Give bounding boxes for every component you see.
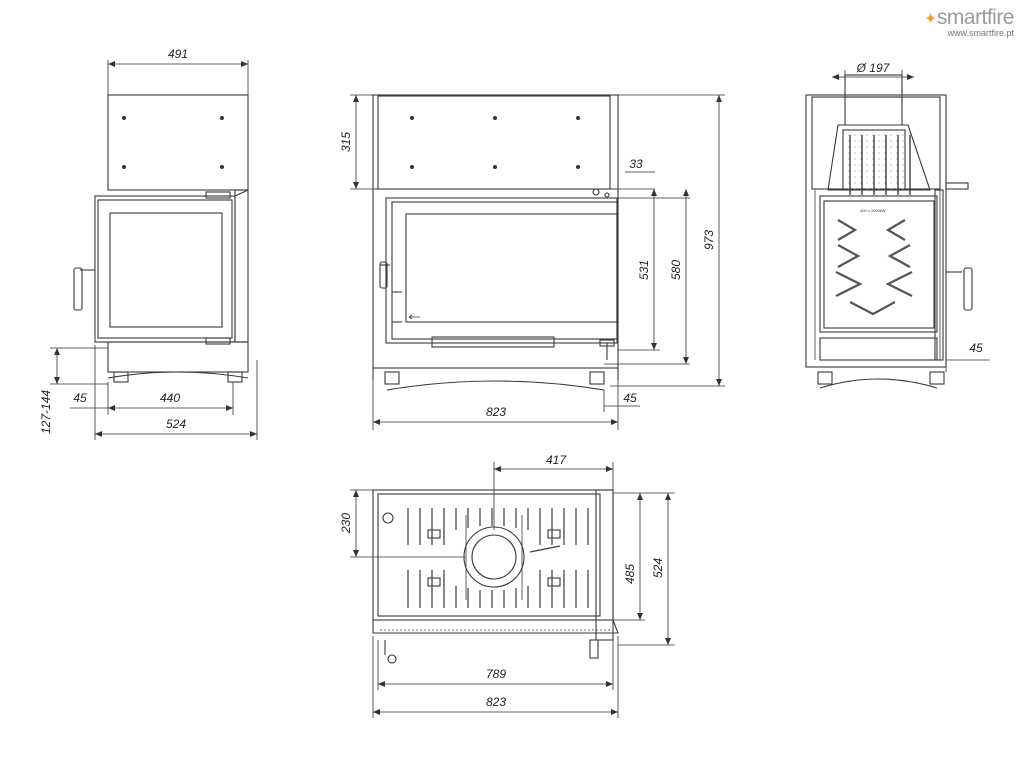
- dim-flue-diameter: Ø 197: [856, 61, 891, 75]
- dim-485: 485: [623, 564, 637, 584]
- side-view-left: [73, 94, 249, 383]
- dim-789: 789: [486, 667, 506, 681]
- dim-440: 440: [160, 391, 180, 405]
- top-view: [372, 489, 619, 664]
- front-view: [372, 94, 619, 391]
- dim-973: 973: [702, 230, 716, 250]
- dim-45-right: 45: [969, 341, 983, 355]
- dim-127-144: 127-144: [39, 390, 53, 434]
- dim-230: 230: [339, 513, 353, 534]
- dim-33: 33: [629, 157, 643, 171]
- dim-417: 417: [546, 453, 567, 467]
- dim-45-front: 45: [623, 391, 637, 405]
- dimension-labels: 491 440 524 45 127-144 315 33 531 580 97…: [39, 47, 983, 709]
- dim-823-top: 823: [486, 695, 506, 709]
- dim-580: 580: [669, 260, 683, 280]
- dim-45-left: 45: [73, 391, 87, 405]
- dim-531: 531: [637, 260, 651, 280]
- rating-plate-label: 400 x 1000kW: [860, 208, 886, 213]
- dim-491: 491: [168, 47, 188, 61]
- brand-name: smartfire: [936, 6, 1015, 29]
- dim-524-side: 524: [166, 417, 186, 431]
- dim-524-top: 524: [651, 558, 665, 578]
- flame-icon: ✦: [923, 11, 937, 28]
- dim-823-front: 823: [486, 405, 506, 419]
- brand-url: www.smartfire.pt: [947, 28, 1014, 38]
- side-view-right: 400 x 1000kW: [805, 74, 973, 389]
- dimension-lines: [50, 60, 990, 718]
- dim-315: 315: [339, 132, 353, 152]
- brand-logo: ✦smartfire www.smartfire.pt: [923, 6, 1015, 38]
